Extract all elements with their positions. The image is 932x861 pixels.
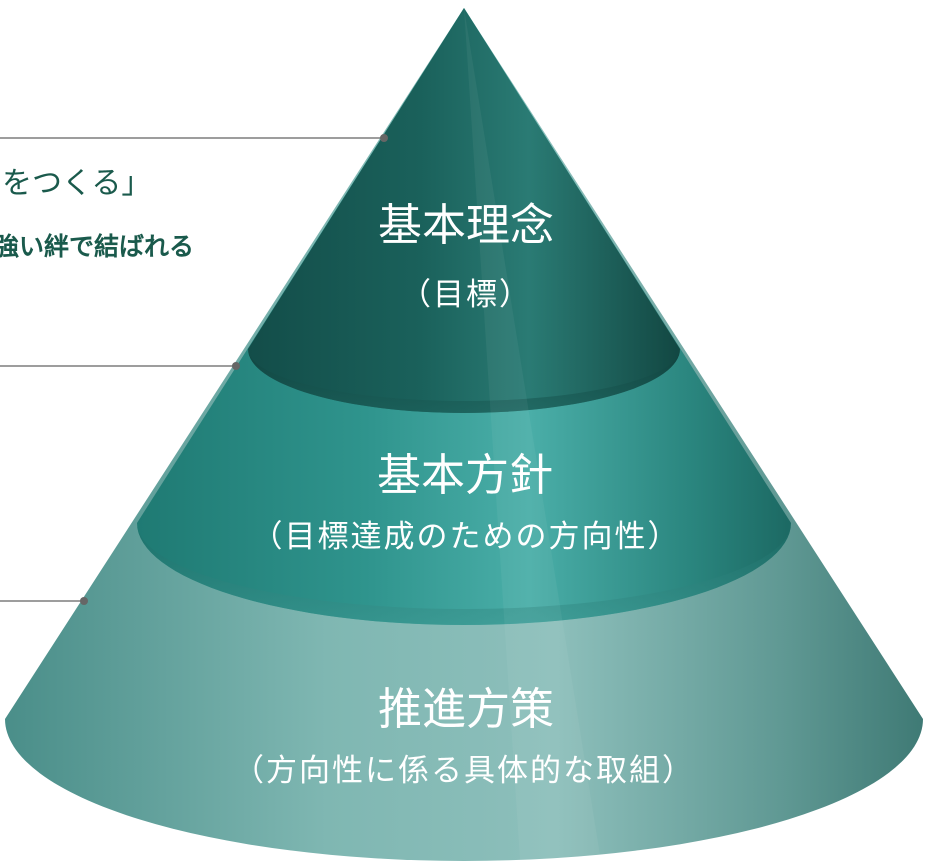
cone-highlight: [464, 8, 600, 860]
top-tier-subtitle: （目標）: [400, 277, 532, 313]
bottom-tier-subtitle: （方向性に係る具体的な取組）: [233, 753, 695, 789]
leader-dot-top: [380, 134, 388, 142]
cone-top-tier: [248, 8, 680, 413]
left-text-line2: 強い絆で結ばれる: [0, 232, 194, 261]
top-tier-title: 基本理念: [378, 200, 554, 251]
cone-middle-rim: [137, 523, 791, 625]
leader-dot-middle: [232, 362, 240, 370]
middle-tier-title: 基本方針: [377, 450, 553, 501]
leader-dot-bottom: [80, 597, 88, 605]
middle-tier-subtitle: （目標達成のための方向性）: [252, 519, 681, 555]
left-text-line1: をつくる」: [2, 166, 151, 201]
cone-top-rim: [248, 349, 680, 413]
bottom-tier-title: 推進方策: [378, 684, 554, 735]
